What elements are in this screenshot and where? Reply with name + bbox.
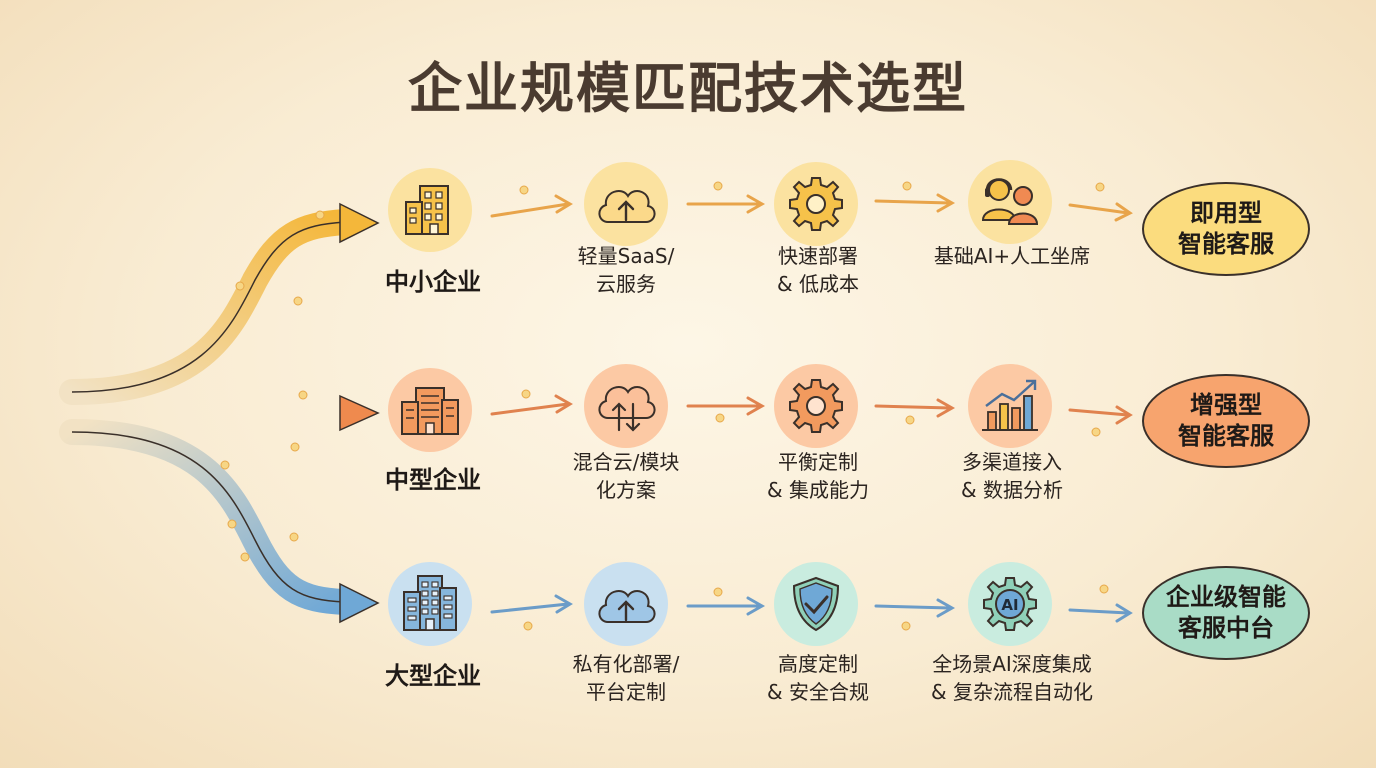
result-enterprise-service-platform: 企业级智能客服中台 [1142, 566, 1310, 660]
connector-arrows [490, 193, 1133, 623]
shield-check-icon [774, 562, 858, 646]
company-label-mid: 中型企业 [385, 466, 481, 494]
branch-arrow-large [59, 419, 380, 624]
page-title: 企业规模匹配技术选型 [408, 57, 968, 120]
stage-label-small-1: 轻量SaaS/云服务 [577, 244, 675, 296]
stage-label-mid-2: 平衡定制& 集成能力 [767, 450, 869, 502]
sparkle-dots [220, 181, 1109, 631]
gear-icon [774, 364, 858, 448]
ai-gear-icon: AI [968, 562, 1052, 646]
cloud-sync-icon [584, 364, 668, 448]
branch-arrow-small [59, 202, 380, 405]
svg-text:AI: AI [1001, 596, 1018, 614]
stage-label-large-3: 全场景AI深度集成& 复杂流程自动化 [931, 652, 1093, 704]
mid-office-building-icon [388, 368, 472, 452]
small-office-building-icon [388, 168, 472, 252]
stage-label-large-1: 私有化部署/平台定制 [572, 652, 680, 704]
stage-label-mid-3: 多渠道接入& 数据分析 [961, 450, 1063, 502]
bar-chart-growth-icon [968, 364, 1052, 448]
large-office-building-icon [388, 562, 472, 646]
cloud-upload-icon [584, 562, 668, 646]
result-ready-to-use-service: 即用型智能客服 [1142, 182, 1310, 276]
result-enhanced-service: 增强型智能客服 [1142, 374, 1310, 468]
cloud-upload-icon [584, 162, 668, 246]
branch-arrow-mid [60, 394, 380, 432]
stage-label-small-2: 快速部署& 低成本 [777, 244, 859, 296]
gear-icon [774, 162, 858, 246]
stage-label-small-3: 基础AI+人工坐席 [933, 244, 1091, 268]
headset-agent-icon [968, 160, 1052, 244]
company-label-large: 大型企业 [385, 662, 481, 690]
stage-label-mid-1: 混合云/模块化方案 [572, 450, 680, 502]
company-label-small: 中小企业 [385, 268, 481, 296]
stage-label-large-2: 高度定制& 安全合规 [767, 652, 869, 704]
